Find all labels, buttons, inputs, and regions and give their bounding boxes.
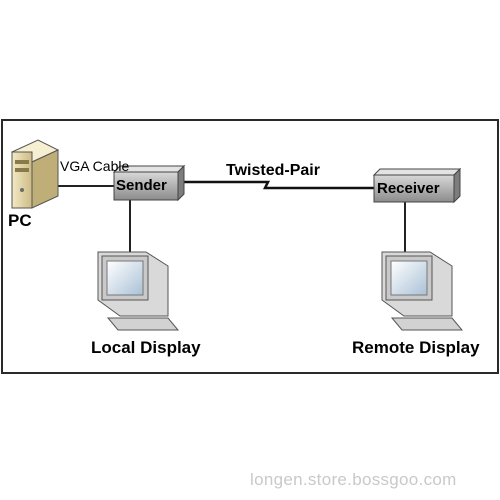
remote-display-label: Remote Display — [352, 338, 480, 357]
watermark: longen.store.bossgoo.com — [250, 470, 457, 489]
diagram-frame — [1, 119, 499, 374]
receiver-box — [372, 167, 462, 204]
vga-cable-label: VGA Cable — [60, 158, 130, 174]
pc-tower-icon — [10, 139, 60, 209]
twisted-pair-label: Twisted-Pair — [226, 162, 320, 179]
twisted-pair-line — [180, 180, 374, 190]
local-display-monitor-icon — [97, 251, 180, 331]
remote-display-monitor-icon — [381, 251, 464, 331]
pc-label: PC — [8, 211, 32, 230]
sender-label: Sender — [116, 177, 167, 194]
sender-box — [112, 164, 186, 202]
receiver-label: Receiver — [377, 180, 440, 197]
local-display-label: Local Display — [91, 338, 201, 357]
